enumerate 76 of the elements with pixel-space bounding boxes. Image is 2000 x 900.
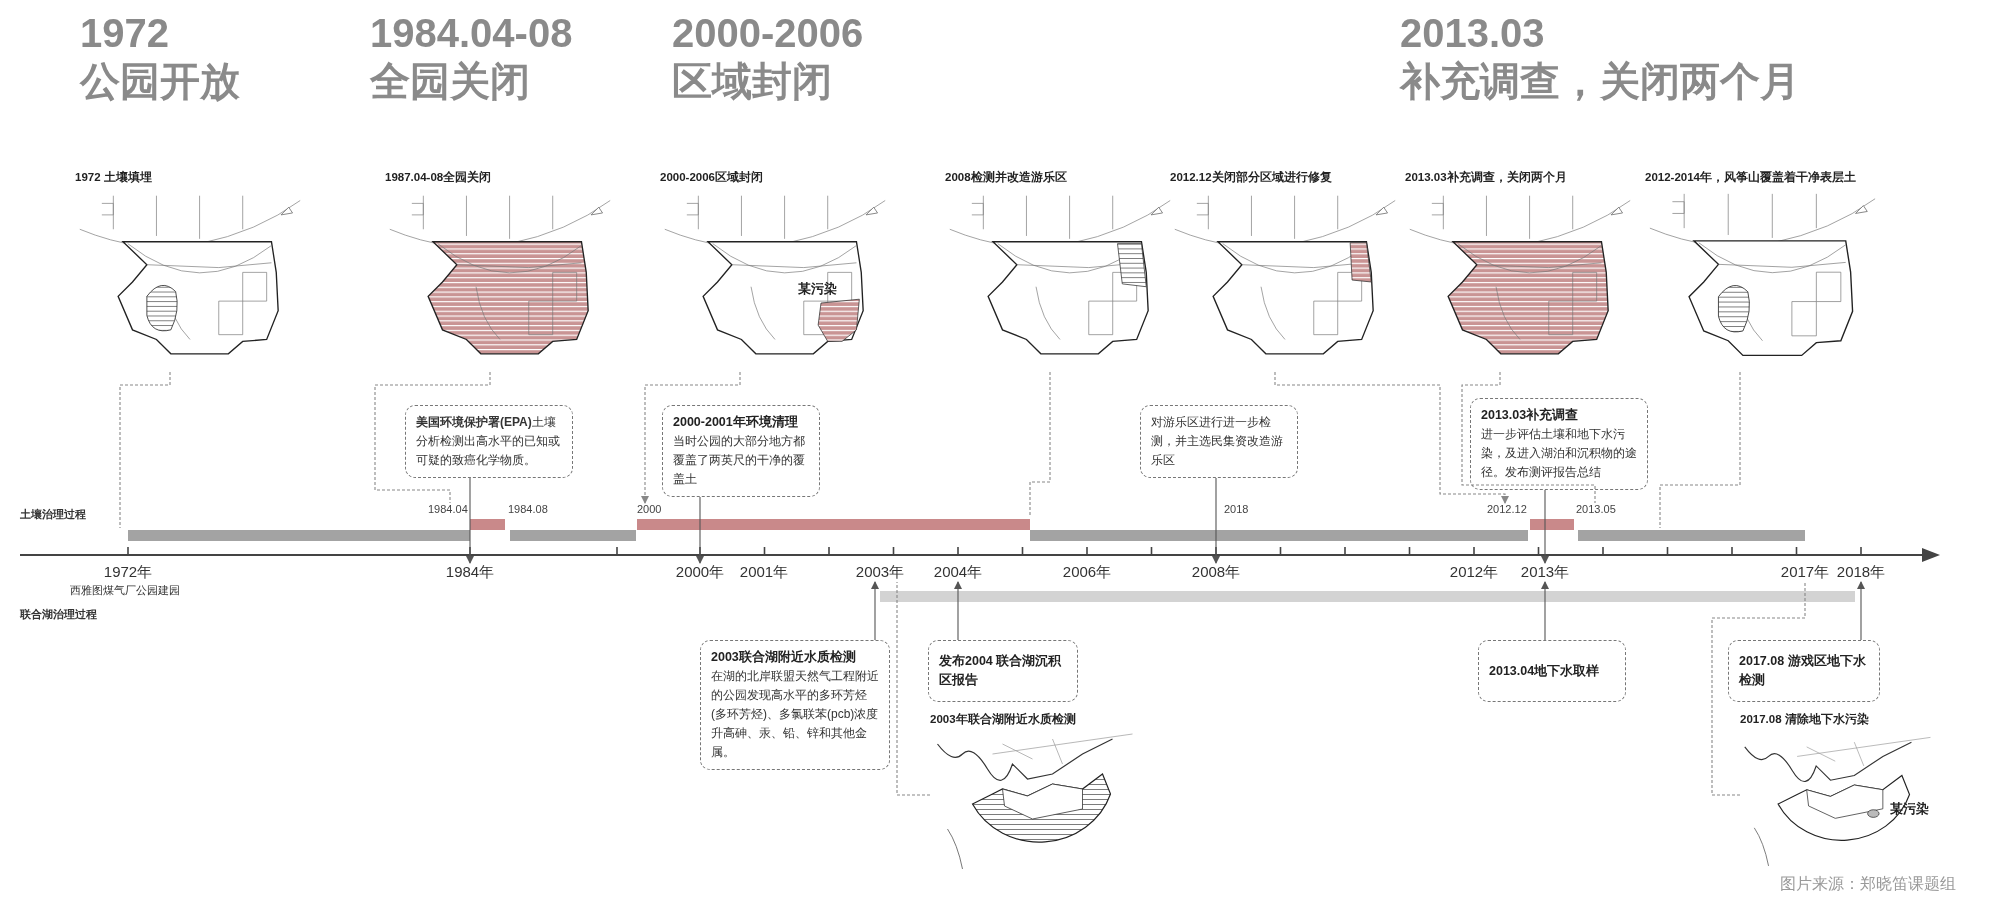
date-label: 1984.04 [428, 503, 468, 515]
year-heading: 区域封闭 [672, 58, 832, 104]
date-label: 2018 [1224, 503, 1249, 515]
year-label: 2013年 [1520, 563, 1570, 582]
arrow [1541, 489, 1549, 564]
year-heading: 全园关闭 [370, 58, 530, 104]
year-label: 2012年 [1449, 563, 1499, 582]
section-label: 联合湖治理过程 [20, 607, 97, 622]
box-text: 美国环境保护署(EPA)土壤分析检测出高水平的已知或可疑的致癌化学物质。 [416, 414, 561, 469]
box-text: 在湖的北岸联盟天然气工程附近的公园发现高水平的多环芳烃(多环芳烃)、多氯联苯(pcb)浓度升高砷、汞、铅、锌和其他金属。 [711, 668, 879, 761]
date-label: 2000 [637, 503, 662, 515]
year-label: 2001年 [739, 563, 789, 582]
leader-line [1711, 581, 1806, 796]
year-heading: 公园开放 [80, 58, 240, 104]
year-label: 2003年 [855, 563, 905, 582]
callout-box [1470, 398, 1648, 490]
callout-box [928, 640, 1078, 702]
map-title: 2003年联合湖附近水质检测 [930, 712, 1077, 727]
box-text: 对游乐区进行进一步检测，并主选民集资改造游乐区 [1151, 414, 1284, 469]
year-label: 2018年 [1836, 563, 1886, 582]
arrow [696, 496, 704, 564]
date-label: 2013.05 [1576, 503, 1616, 515]
map-title: 2012-2014年，风筝山覆盖着干净表层土 [1645, 170, 1857, 185]
pollution-label: 某污染 [798, 280, 837, 298]
leader-line [119, 371, 171, 529]
callout-box [662, 405, 820, 497]
arrow [1541, 581, 1549, 641]
leader-line [896, 581, 931, 796]
year-label: 2006年 [1062, 563, 1112, 582]
leader-line [641, 371, 741, 504]
year-heading: 补充调查，关闭两个月 [1400, 58, 1800, 104]
year-heading: 2000-2006 [672, 10, 864, 56]
year-label: 2017年 [1780, 563, 1830, 582]
map-title: 2000-2006区域封闭 [660, 170, 764, 185]
arrow [871, 581, 879, 641]
map-title: 1972 土壤填埋 [75, 170, 153, 185]
box-heading: 2000-2001年环境清理 [673, 414, 799, 431]
arrow [466, 477, 474, 564]
arrow [1212, 477, 1220, 564]
year-label: 1972年 [103, 563, 153, 582]
leader-line [1461, 371, 1596, 504]
year-label: 2000年 [675, 563, 725, 582]
date-label: 2012.12 [1487, 503, 1527, 515]
map-title: 2013.03补充调查，关闭两个月 [1405, 170, 1568, 185]
box-heading: 2003联合湖附近水质检测 [711, 649, 857, 666]
callout-box [1478, 640, 1626, 702]
year-label: 2004年 [933, 563, 983, 582]
date-label: 1984.08 [508, 503, 548, 515]
callout-box [1140, 405, 1298, 478]
year-label: 2008年 [1191, 563, 1241, 582]
box-text: 当时公园的大部分地方都覆盖了两英尺的干净的覆盖土 [673, 433, 806, 488]
pollution-label: 某污染 [1890, 800, 1929, 818]
event-label: 西雅图煤气厂公园建园 [70, 583, 180, 598]
leader-line [1029, 371, 1051, 518]
year-heading: 1972 [80, 10, 169, 56]
section-label: 土壤治理过程 [20, 507, 86, 522]
box-text: 2017.08 游戏区地下水检测 [1739, 653, 1867, 689]
callout-box [700, 640, 890, 770]
leader-line [1659, 371, 1741, 529]
map-title: 1987.04-08全园关闭 [385, 170, 493, 185]
callout-box [405, 405, 573, 478]
box-heading: 2013.03补充调查 [1481, 407, 1580, 424]
leader-line [374, 371, 491, 504]
source-credit: 图片来源：郑晓笛课题组 [1780, 874, 1956, 894]
callout-box [1728, 640, 1880, 702]
year-label: 1984年 [445, 563, 495, 582]
year-heading: 1984.04-08 [370, 10, 573, 56]
arrow [1857, 581, 1865, 641]
box-text: 2013.04地下水取样 [1489, 662, 1601, 680]
box-text: 进一步评估土壤和地下水污染，及进入湖泊和沉积物的途径。发布测评报告总结 [1481, 426, 1637, 481]
map-title: 2012.12关闭部分区域进行修复 [1170, 170, 1333, 185]
box-text: 发布2004 联合湖沉积区报告 [939, 653, 1063, 689]
year-heading: 2013.03 [1400, 10, 1545, 56]
arrow [954, 581, 962, 641]
map-title: 2017.08 清除地下水污染 [1740, 712, 1870, 727]
leader-line [1274, 371, 1509, 504]
